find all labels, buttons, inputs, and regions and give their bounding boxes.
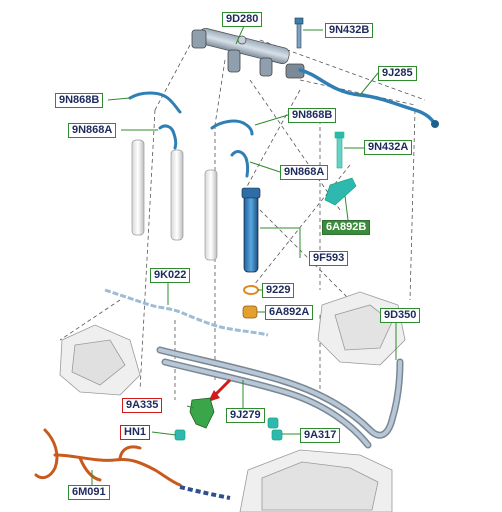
return-line-9J285: [298, 68, 437, 126]
callout-6M091: 6M091: [68, 485, 110, 500]
callout-9A317: 9A317: [300, 428, 341, 443]
harness-lead: [179, 485, 231, 500]
clip-9A317: [267, 417, 283, 441]
callout-9F593: 9F593: [309, 251, 349, 266]
leakoff-pipe-9K022: [104, 288, 269, 337]
callout-9N432A: 9N432A: [364, 140, 413, 155]
sensor-9A335: [189, 397, 215, 429]
callout-9N868B-left: 9N868B: [55, 93, 104, 108]
callout-9N868A-right: 9N868A: [280, 165, 329, 180]
washer-9229: [243, 285, 259, 295]
callout-leaders: [91, 25, 397, 485]
cylinder-head-outline: [59, 291, 406, 512]
callout-6A892B: 6A892B: [322, 220, 371, 235]
wiring-harness-6M091: [34, 428, 182, 487]
fuel-supply-pipes-9J279: [156, 346, 404, 449]
callout-9K022: 9K022: [150, 268, 191, 283]
callout-9N432B: 9N432B: [325, 23, 374, 38]
callout-9D350: 9D350: [380, 308, 421, 323]
high-pressure-lines: [128, 91, 254, 178]
injectors-plain: [131, 139, 218, 261]
clamp-6A892B: [324, 177, 357, 206]
bolt-9N432A: [334, 131, 345, 169]
fuel-rail: [191, 27, 305, 79]
attention-arrow: [208, 378, 232, 402]
injector-9F593: [241, 187, 261, 273]
callout-9N868B-right: 9N868B: [288, 108, 337, 123]
callout-9229: 9229: [262, 283, 295, 298]
seal-6A892A: [242, 305, 258, 319]
callout-9J279: 9J279: [226, 408, 265, 423]
callout-9A335: 9A335: [122, 398, 163, 413]
callout-9J285: 9J285: [378, 66, 417, 81]
callout-HN1: HN1: [120, 425, 151, 440]
callout-9D280: 9D280: [222, 12, 263, 27]
clip-HN1: [174, 429, 186, 441]
callout-6A892A: 6A892A: [265, 305, 314, 320]
bolt-9N432B: [294, 17, 304, 49]
callout-9N868A-left: 9N868A: [68, 123, 117, 138]
